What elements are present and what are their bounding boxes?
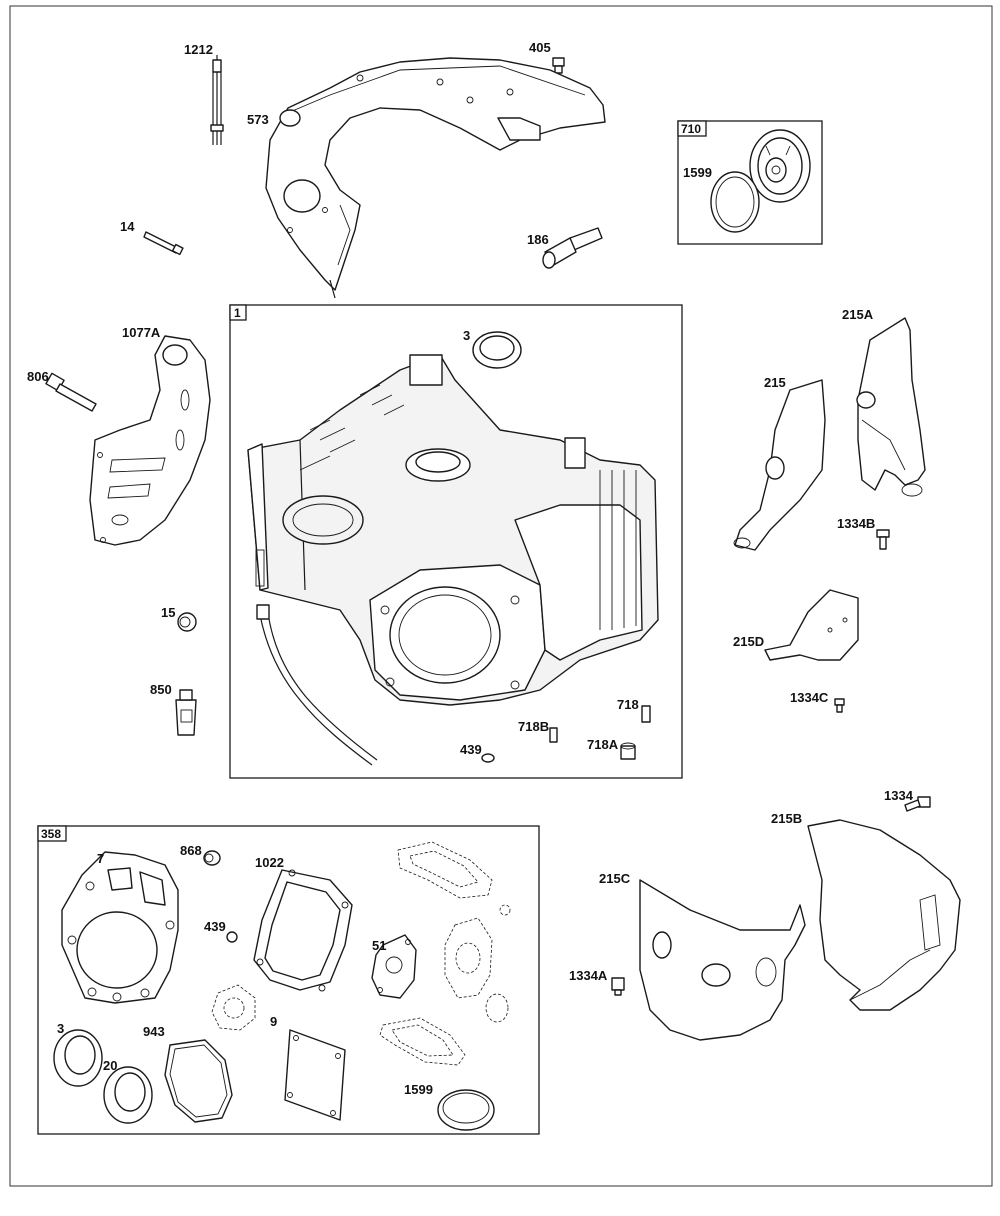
- callout-20: 20: [103, 1058, 117, 1073]
- part-breather-tube[interactable]: [256, 604, 378, 766]
- part-1599-ring-kit[interactable]: [437, 1089, 495, 1131]
- callout-7: 7: [97, 851, 104, 866]
- callout-439-kit: 439: [204, 919, 226, 934]
- part-1077a-bracket[interactable]: [89, 335, 211, 546]
- part-7-head-gasket[interactable]: [61, 851, 179, 1004]
- callout-3-kit: 3: [57, 1021, 64, 1036]
- callout-1022: 1022: [255, 855, 284, 870]
- callout-405: 405: [529, 40, 551, 55]
- part-186-fitting[interactable]: [542, 227, 603, 269]
- callout-439-top: 439: [460, 742, 482, 757]
- part-718a-dowel[interactable]: [620, 742, 636, 760]
- part-15-bushing[interactable]: [177, 612, 197, 632]
- part-806-bolt[interactable]: [45, 372, 97, 412]
- callout-573: 573: [247, 112, 269, 127]
- part-1334-screw[interactable]: [904, 796, 931, 812]
- part-intake-gasket-bottom[interactable]: [379, 1017, 466, 1066]
- callout-1334a: 1334A: [569, 968, 608, 983]
- part-51-gasket[interactable]: [371, 934, 417, 999]
- part-215a-shroud[interactable]: [856, 317, 926, 497]
- callout-943: 943: [143, 1024, 165, 1039]
- kit-box-710: [677, 120, 823, 245]
- part-3-seal-kit[interactable]: [53, 1029, 103, 1087]
- part-1334c-screw[interactable]: [834, 698, 845, 713]
- part-intake-gasket-top[interactable]: [397, 841, 493, 899]
- part-439-oring-top[interactable]: [481, 753, 495, 763]
- part-718-pin[interactable]: [641, 705, 651, 723]
- part-405-bolt[interactable]: [552, 57, 565, 74]
- part-1334a-screw[interactable]: [611, 977, 625, 996]
- callout-1599-top: 1599: [683, 165, 712, 180]
- part-3-seal-top[interactable]: [472, 331, 522, 369]
- callout-1599-kit: 1599: [404, 1082, 433, 1097]
- callout-868: 868: [180, 843, 202, 858]
- part-215-shroud[interactable]: [733, 379, 826, 551]
- callout-1212: 1212: [184, 42, 213, 57]
- callout-710: 710: [681, 122, 701, 136]
- part-439-oring-kit[interactable]: [226, 931, 238, 943]
- callout-51: 51: [372, 938, 386, 953]
- callout-14: 14: [120, 219, 135, 234]
- callout-215d: 215D: [733, 634, 764, 649]
- callout-806: 806: [27, 369, 49, 384]
- callout-1334c: 1334C: [790, 690, 829, 705]
- part-1334b-screw[interactable]: [876, 529, 890, 550]
- part-round-gasket-kit[interactable]: [485, 993, 509, 1023]
- callout-215: 215: [764, 375, 786, 390]
- callout-1334b: 1334B: [837, 516, 875, 531]
- diagram-border: [9, 5, 993, 1187]
- kit-box-358: [37, 825, 540, 1135]
- callout-15: 15: [161, 605, 175, 620]
- part-215b-shroud[interactable]: [807, 819, 961, 1011]
- part-exhaust-gasket-kit[interactable]: [444, 917, 493, 999]
- kit-box-1: [229, 304, 683, 779]
- part-943-oring[interactable]: [164, 1039, 233, 1123]
- part-215c-shroud[interactable]: [639, 879, 806, 1041]
- part-tappet-gasket[interactable]: [211, 984, 256, 1031]
- part-850-sealant-tube[interactable]: [175, 689, 197, 736]
- callout-1077a: 1077A: [122, 325, 161, 340]
- kit-tag-1: [229, 304, 247, 321]
- part-215d-baffle[interactable]: [764, 589, 859, 661]
- part-1212-bolt[interactable]: [210, 55, 224, 145]
- callout-215b: 215B: [771, 811, 802, 826]
- callout-186: 186: [527, 232, 549, 247]
- callout-215a: 215A: [842, 307, 874, 322]
- callout-718: 718: [617, 697, 639, 712]
- part-718b-pin[interactable]: [549, 727, 558, 743]
- callout-3-top: 3: [463, 328, 470, 343]
- part-14-pin[interactable]: [143, 231, 184, 256]
- part-573-air-guide[interactable]: [265, 57, 606, 299]
- part-1599-ring-top[interactable]: [710, 171, 760, 233]
- part-engine-crankcase[interactable]: [247, 354, 659, 706]
- callout-358: 358: [41, 827, 61, 841]
- callout-718a: 718A: [587, 737, 619, 752]
- callout-9: 9: [270, 1014, 277, 1029]
- part-20-seal[interactable]: [103, 1066, 153, 1124]
- part-1022-valve-cover-gasket[interactable]: [253, 869, 353, 992]
- part-710-seal-cap[interactable]: [749, 129, 811, 203]
- callout-215c: 215C: [599, 871, 631, 886]
- part-small-oring-kit[interactable]: [499, 904, 511, 916]
- callout-1: 1: [234, 306, 241, 320]
- part-9-gasket[interactable]: [284, 1029, 346, 1121]
- callout-1334: 1334: [884, 788, 914, 803]
- callout-850: 850: [150, 682, 172, 697]
- kit-tag-710: [677, 120, 707, 137]
- kit-tag-358: [37, 825, 67, 842]
- part-868-bushing[interactable]: [203, 850, 221, 866]
- callout-718b: 718B: [518, 719, 549, 734]
